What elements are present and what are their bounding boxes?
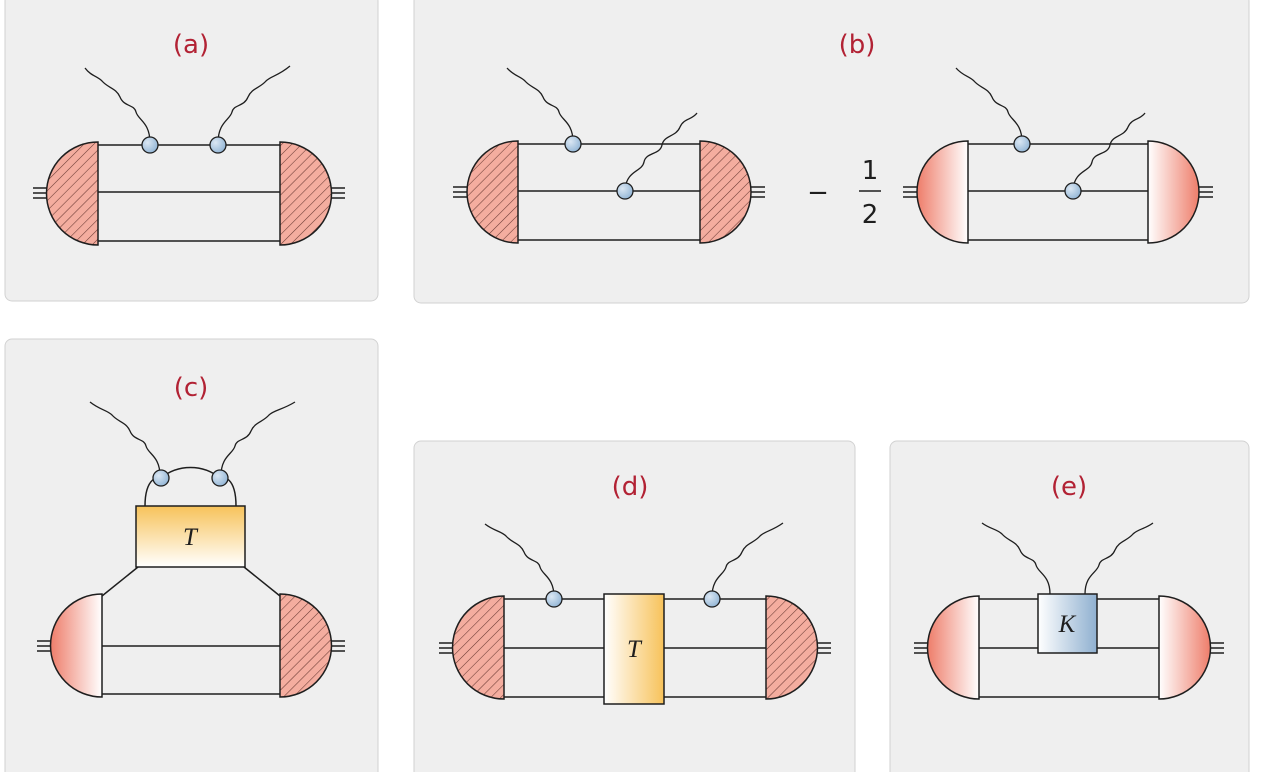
photon-line bbox=[981, 522, 1051, 595]
photon-line bbox=[955, 67, 1023, 143]
bound-state-left bbox=[451, 595, 505, 700]
photon-line bbox=[220, 401, 296, 477]
photon-vertex bbox=[141, 136, 159, 154]
photon-line bbox=[711, 522, 784, 598]
bound-state-right bbox=[699, 140, 752, 244]
panel-a: (a) bbox=[4, 0, 379, 302]
photon-line bbox=[1084, 522, 1154, 595]
bound-state-right bbox=[765, 595, 819, 700]
external-legs-right bbox=[1210, 642, 1224, 654]
k-kernel-box bbox=[1037, 593, 1098, 654]
photon-line bbox=[217, 65, 291, 144]
external-legs-left bbox=[903, 186, 917, 198]
external-legs-right bbox=[331, 640, 345, 652]
t-matrix-box bbox=[135, 505, 246, 568]
panel-b-diagram-hatched bbox=[453, 67, 765, 244]
photon-vertex bbox=[1064, 182, 1082, 200]
bound-state-right bbox=[1158, 595, 1212, 700]
panel-d-diagram: T bbox=[439, 522, 831, 705]
panel-d: (d) T bbox=[413, 440, 856, 772]
external-legs-right bbox=[331, 187, 345, 199]
external-legs-left bbox=[33, 187, 47, 199]
bound-state-right bbox=[279, 593, 333, 698]
minus-sign: − bbox=[807, 178, 829, 208]
panel-b-diagram-smooth bbox=[903, 67, 1213, 244]
photon-line bbox=[1072, 112, 1146, 190]
external-legs-left bbox=[914, 642, 928, 654]
panel-c: (c) T bbox=[4, 338, 379, 772]
panel-d-label: (d) bbox=[612, 472, 649, 502]
external-legs-right bbox=[751, 186, 765, 198]
bound-state-left bbox=[926, 595, 980, 700]
bound-state-left bbox=[916, 140, 969, 244]
photon-line bbox=[484, 523, 555, 598]
panel-a-label: (a) bbox=[173, 30, 209, 60]
bound-state-left bbox=[466, 140, 519, 244]
bound-state-right bbox=[279, 141, 333, 246]
photon-vertex bbox=[209, 136, 227, 154]
external-legs-left bbox=[439, 642, 453, 654]
photon-vertex bbox=[211, 469, 229, 487]
panel-c-label: (c) bbox=[174, 373, 209, 403]
fraction-numerator: 1 bbox=[862, 156, 879, 186]
k-kernel-label: K bbox=[1058, 611, 1077, 638]
panel-e-label: (e) bbox=[1051, 472, 1087, 502]
panel-c-diagram: T bbox=[37, 401, 345, 698]
photon-line bbox=[624, 112, 698, 190]
photon-vertex bbox=[703, 590, 721, 608]
photon-vertex bbox=[1013, 135, 1031, 153]
bound-state-right bbox=[1147, 140, 1200, 244]
propagator-to-t bbox=[101, 566, 139, 597]
t-matrix-box bbox=[603, 593, 665, 705]
external-legs-right bbox=[1199, 186, 1213, 198]
panel-a-diagram bbox=[33, 65, 345, 246]
photon-line bbox=[506, 67, 574, 143]
photon-line bbox=[89, 401, 161, 477]
external-legs-left bbox=[37, 640, 51, 652]
panel-b-background bbox=[413, 0, 1250, 304]
panel-e: (e) K bbox=[889, 440, 1250, 772]
t-matrix-label: T bbox=[183, 524, 199, 551]
photon-vertex bbox=[616, 182, 634, 200]
external-legs-left bbox=[453, 186, 467, 198]
panel-e-diagram: K bbox=[914, 522, 1224, 700]
bound-state-left bbox=[45, 141, 99, 246]
photon-vertex bbox=[152, 469, 170, 487]
photon-vertex bbox=[545, 590, 563, 608]
bound-state-left bbox=[49, 593, 103, 698]
photon-line bbox=[84, 67, 151, 144]
propagator-to-t bbox=[243, 566, 281, 597]
panel-b-label: (b) bbox=[839, 30, 876, 60]
panel-b: (b) − 1 2 bbox=[413, 0, 1250, 304]
external-legs-right bbox=[817, 642, 831, 654]
t-matrix-label: T bbox=[627, 636, 643, 663]
photon-vertex bbox=[564, 135, 582, 153]
fraction-denominator: 2 bbox=[862, 200, 879, 230]
